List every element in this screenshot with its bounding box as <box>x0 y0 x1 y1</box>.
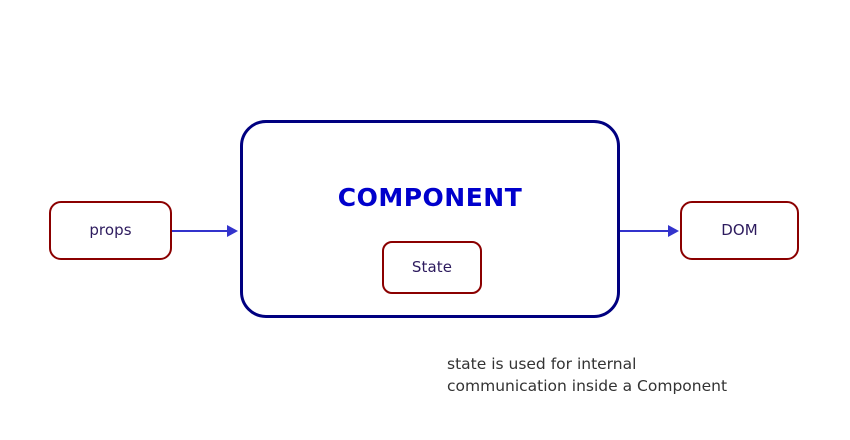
arrow-component-to-dom <box>620 224 680 238</box>
node-props-label: props <box>89 221 132 239</box>
arrow-head-icon <box>227 225 238 237</box>
node-state[interactable]: State <box>382 241 482 294</box>
arrow-shaft-icon <box>620 230 670 232</box>
arrow-props-to-component <box>172 224 240 238</box>
node-component[interactable]: COMPONENT State <box>240 120 620 318</box>
node-dom[interactable]: DOM <box>680 201 799 260</box>
node-component-title: COMPONENT <box>337 183 523 212</box>
caption-line-2: communication inside a Component <box>447 377 728 395</box>
caption-line-1: state is used for internal <box>447 355 637 373</box>
node-props[interactable]: props <box>49 201 172 260</box>
node-dom-label: DOM <box>721 221 758 239</box>
arrow-shaft-icon <box>172 230 230 232</box>
caption: state is used for internal communication… <box>447 353 727 397</box>
node-state-label: State <box>411 258 453 276</box>
arrow-head-icon <box>668 225 679 237</box>
